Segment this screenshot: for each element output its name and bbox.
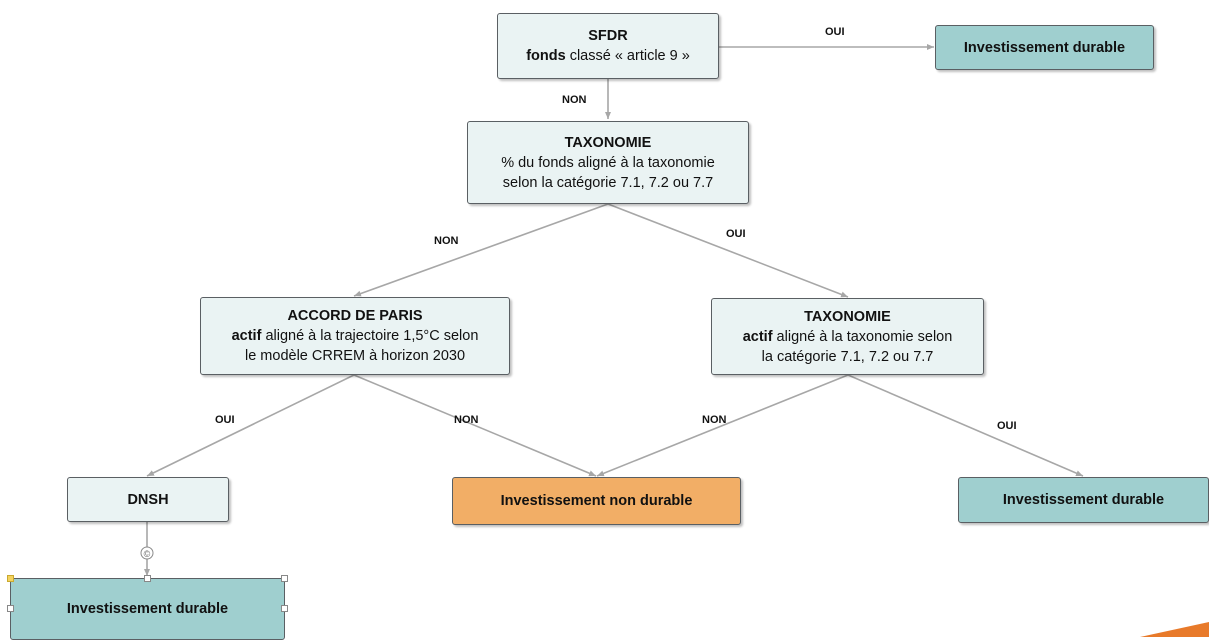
accord-paris-title: ACCORD DE PARIS: [287, 308, 423, 324]
edge-asset-oui: [847, 374, 1084, 477]
sfdr-line-rest: classé « article 9 »: [565, 48, 690, 64]
edge-label-taxo-non: NON: [434, 235, 459, 247]
accord-paris-line1-bold: actif: [231, 328, 262, 344]
taxonomie-fund-title: TAXONOMIE: [564, 134, 652, 151]
bottom-durable-box[interactable]: Investissement durable: [10, 578, 285, 640]
selection-handle-top-left[interactable]: [7, 575, 14, 582]
dnsh-box: DNSH: [67, 477, 229, 522]
taxonomie-fund-line2: selon la catégorie 7.1, 7.2 ou 7.7: [502, 174, 714, 191]
selection-handle-right-middle[interactable]: [281, 605, 288, 612]
non-durable-label: Investissement non durable: [500, 493, 693, 509]
taxonomie-fund-box: TAXONOMIE % du fonds aligné à la taxonom…: [467, 121, 749, 204]
corner-accent-shape: [1140, 622, 1209, 637]
taxonomie-asset-line1-rest: aligné à la taxonomie selon: [772, 328, 953, 345]
accord-paris-line1: actif aligné à la trajectoire 1,5°C selo…: [232, 326, 479, 346]
edge-label-sfdr-non: NON: [562, 94, 587, 106]
dnsh-label: DNSH: [127, 491, 169, 508]
right-durable-label: Investissement durable: [1002, 492, 1165, 508]
right-durable-box: Investissement durable: [958, 477, 1209, 523]
edge-label-taxo-oui: OUI: [726, 228, 746, 240]
edge-paris-non: [353, 374, 597, 477]
sfdr-title: SFDR: [588, 28, 628, 44]
taxonomie-asset-line2: la catégorie 7.1, 7.2 ou 7.7: [761, 348, 934, 365]
edge-label-paris-non: NON: [454, 414, 479, 426]
connector-anchor-icon: [140, 546, 154, 560]
taxonomie-asset-line1: actif aligné à la taxonomie selon: [743, 327, 953, 347]
sfdr-line-bold: fonds: [526, 48, 566, 64]
selection-handle-top-right[interactable]: [281, 575, 288, 582]
taxonomie-fund-line1: % du fonds aligné à la taxonomie: [501, 154, 715, 171]
edge-taxo-non: [353, 203, 609, 297]
edge-label-paris-oui: OUI: [215, 414, 235, 426]
sfdr-box: SFDR fonds classé « article 9 »: [497, 13, 719, 79]
edge-label-asset-non: NON: [702, 414, 727, 426]
taxonomie-asset-box: TAXONOMIE actif aligné à la taxonomie se…: [711, 298, 984, 375]
selection-handle-top-middle[interactable]: [144, 575, 151, 582]
selection-handle-left-middle[interactable]: [7, 605, 14, 612]
bottom-durable-label: Investissement durable: [66, 601, 229, 617]
accord-paris-line2: le modèle CRREM à horizon 2030: [244, 348, 466, 364]
connector-anchor-glyph: ©: [144, 549, 151, 559]
non-durable-box: Investissement non durable: [452, 477, 741, 525]
accord-paris-box: ACCORD DE PARIS actif aligné à la trajec…: [200, 297, 510, 375]
edge-label-sfdr-oui: OUI: [825, 26, 845, 38]
taxonomie-asset-line1-bold: actif: [742, 328, 773, 345]
edge-paris-oui: [146, 374, 355, 477]
edge-asset-non: [596, 374, 849, 477]
taxonomie-asset-title: TAXONOMIE: [804, 308, 891, 325]
top-right-durable-label: Investissement durable: [963, 39, 1126, 56]
top-right-durable-box: Investissement durable: [935, 25, 1154, 70]
accord-paris-line1-rest: aligné à la trajectoire 1,5°C selon: [261, 328, 479, 344]
edge-taxo-oui: [607, 203, 849, 298]
edge-label-asset-oui: OUI: [997, 420, 1017, 432]
sfdr-line: fonds classé « article 9 »: [526, 46, 690, 66]
